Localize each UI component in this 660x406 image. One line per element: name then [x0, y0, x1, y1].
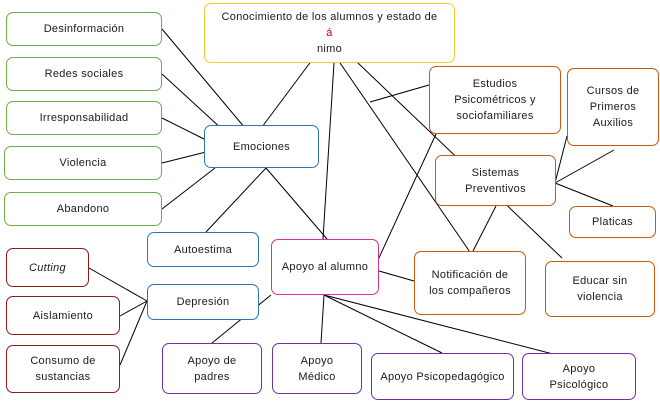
node-label: Cutting — [29, 261, 66, 274]
node-label: Platicas — [592, 216, 633, 228]
node-label-line: Notificación de — [431, 269, 509, 281]
node-apoyo-psicologico: Apoyo Psicológico — [522, 353, 636, 400]
node-label: Autoestima — [173, 243, 233, 256]
connector-line — [320, 294, 325, 344]
node-apoyo-padres: Apoyo de padres — [162, 343, 262, 394]
node-label-line: Apoyo — [562, 362, 596, 375]
connector-line — [322, 46, 336, 240]
root-label-rest: nimo — [316, 43, 343, 55]
node-emociones: Emociones — [204, 125, 319, 168]
node-label-line: violencia — [577, 291, 623, 303]
connector-line — [161, 167, 216, 210]
node-irresponsabilidad: Irresponsabilidad — [6, 101, 162, 135]
node-depresion: Depresión — [147, 284, 259, 320]
node-label-line: Auxilios — [592, 117, 634, 129]
node-cursos-primeros-auxilios: Cursos de Primeros Auxilios — [567, 68, 659, 146]
node-label-line: Sistemas — [471, 166, 520, 179]
node-platicas: Platicas — [569, 206, 656, 238]
connector-line — [161, 73, 224, 131]
node-label-line: Apoyo — [300, 354, 334, 367]
node-consumo-sustancias: Consumo de sustancias — [6, 345, 120, 393]
connector-line — [335, 41, 563, 259]
node-estudios: Estudios Psicométricos y sociofamiliares — [429, 66, 561, 134]
connector-line — [323, 294, 443, 354]
node-label: Aislamiento — [32, 309, 94, 322]
connector-line — [88, 267, 148, 302]
node-label-line: los compañeros — [429, 285, 511, 297]
node-label-line: Primeros — [589, 101, 637, 113]
node-label-line: Psicométricos y — [454, 94, 536, 106]
connector-line — [161, 151, 207, 164]
node-label: Apoyo al alumno — [281, 261, 369, 273]
node-label-line: Educar sin — [572, 275, 628, 287]
connector-line — [119, 300, 148, 317]
connector-line — [378, 270, 415, 282]
node-label-line: Psicológico — [549, 378, 609, 391]
node-abandono: Abandono — [4, 192, 162, 226]
root-label-accent: á — [326, 27, 333, 39]
node-label-line: Preventivos — [465, 182, 526, 195]
connector-line — [554, 149, 615, 184]
connector-line — [326, 43, 473, 256]
connector-line — [369, 84, 430, 103]
node-label: Violencia — [59, 157, 107, 169]
connector-line — [323, 294, 589, 364]
node-violencia: Violencia — [4, 146, 162, 180]
node-label: Emociones — [232, 140, 291, 153]
connector-line — [161, 28, 246, 129]
node-label-line: padres — [194, 370, 230, 383]
node-redes-sociales: Redes sociales — [6, 57, 162, 91]
node-desinformacion: Desinformación — [6, 12, 162, 46]
node-apoyo-psicopedagogico: Apoyo Psicopedagógico — [371, 353, 514, 400]
node-label: Abandono — [56, 203, 110, 215]
root-label: Conocimiento de los alumnos y estado de — [221, 11, 438, 23]
connector-line — [161, 117, 207, 141]
node-label-line: sustancias — [35, 371, 91, 383]
node-label-line: Médico — [298, 370, 336, 383]
connector-line — [472, 205, 497, 252]
connector-line — [205, 167, 267, 233]
node-label-line: Consumo de — [30, 355, 96, 367]
node-label: Apoyo Psicopedagógico — [380, 370, 505, 383]
node-label-line: Estudios — [472, 78, 518, 90]
connector-line — [554, 182, 614, 207]
connector-line — [265, 167, 328, 240]
node-educar-sin-violencia: Educar sin violencia — [545, 261, 655, 317]
node-notificacion-companeros: Notificación de los compañeros — [414, 251, 526, 315]
node-label-line: sociofamiliares — [456, 110, 534, 122]
node-aislamiento: Aislamiento — [6, 296, 120, 335]
connector-line — [554, 135, 568, 184]
node-autoestima: Autoestima — [147, 232, 259, 267]
node-label-line: Cursos de — [586, 85, 640, 97]
node-cutting: Cutting — [6, 248, 89, 287]
node-apoyo-medico: Apoyo Médico — [272, 343, 362, 394]
node-label: Desinformación — [43, 23, 125, 35]
node-root: Conocimiento de los alumnos y estado de … — [204, 3, 455, 63]
connector-line — [119, 300, 148, 366]
node-apoyo-alumno: Apoyo al alumno — [271, 239, 379, 295]
node-sistemas-preventivos: Sistemas Preventivos — [435, 155, 556, 206]
node-label: Redes sociales — [44, 68, 124, 80]
node-label: Depresión — [176, 296, 230, 308]
connector-line — [377, 133, 437, 261]
node-label: Irresponsabilidad — [39, 112, 129, 124]
node-label-line: Apoyo de — [187, 354, 237, 367]
